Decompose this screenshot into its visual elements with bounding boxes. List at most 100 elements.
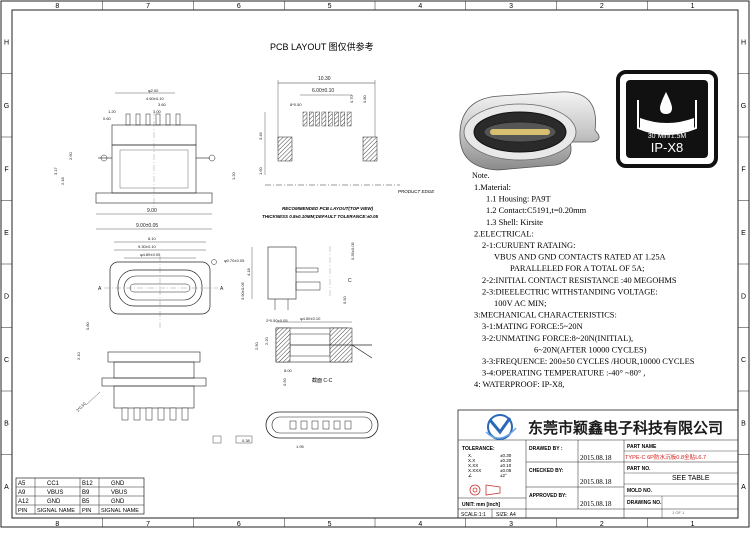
front-dim-120b: 1.20 <box>231 171 236 180</box>
scale-label: SCALE:1:1 <box>461 512 486 518</box>
pcb-pad <box>340 111 345 127</box>
side-dim-050: 2*0.50 <box>75 400 87 412</box>
approved-by-label: APPROVED BY: <box>529 493 567 499</box>
front-dim-120: 1.20 <box>108 109 117 114</box>
sheet-count: 1 OF 1 <box>672 510 685 515</box>
front-dim-phi2: φ2.00 <box>148 88 159 93</box>
notes-title: Note. <box>472 171 490 180</box>
side-view-drawing: 4.18 2*0.50±0.05 0.50 C 0.35±0.05 <box>246 241 355 323</box>
row-marker-right: A <box>741 484 746 491</box>
section-dim-050: 0.50 <box>282 377 287 386</box>
note-line: 3-4:OPERATING TEMPERATURE :-40° ~80° , <box>482 369 645 378</box>
column-marker-bottom: 8 <box>55 521 59 528</box>
pin-table-header: SIGNAL NAME <box>37 508 75 514</box>
pin-table-cell: B5 <box>82 499 90 505</box>
tolerance-label: TOLERANCE: <box>462 446 495 452</box>
note-line: 1.3 Shell: Kirsite <box>486 218 543 227</box>
part-no-value: SEE TABLE <box>672 475 710 482</box>
pin-table-header: PIN <box>82 508 91 514</box>
note-line: 6~20N(AFTER 10000 CYCLES) <box>534 345 647 354</box>
row-marker-left: F <box>4 166 8 173</box>
side-pin <box>133 407 141 421</box>
bottom-dim-489: φ4.89±0.05 <box>140 252 161 257</box>
pcb-pad <box>321 111 327 127</box>
note-line: 3:MECHANICAL CHARACTERISTICS: <box>474 311 617 320</box>
section-dim-450: φ4.50±0.10 <box>300 316 321 321</box>
front-dim-360: 3.60 <box>158 102 167 107</box>
column-marker-bottom: 5 <box>328 521 332 528</box>
unit-label: UNIT: mm [inch] <box>462 502 500 508</box>
side-dim-035: 0.35±0.05 <box>350 241 355 260</box>
pin-table-cell: GND <box>47 499 61 505</box>
side-dim-050b: 0.50 <box>342 295 347 304</box>
note-line: 2-1:CURUENT RATAING: <box>482 241 575 250</box>
row-marker-right: B <box>741 420 746 427</box>
row-marker-right: F <box>741 166 745 173</box>
checked-by-label: CHECKED BY: <box>529 468 564 474</box>
note-line: 1.Material: <box>474 183 511 192</box>
front-dim-317: 3.17 <box>53 166 58 175</box>
side-section-c: C <box>348 278 352 284</box>
pcb-pad <box>346 111 352 127</box>
bottom-dim-070: φ0.70±0.05 <box>224 258 245 263</box>
pin-table-cell: B12 <box>82 481 93 487</box>
column-marker-bottom: 3 <box>509 521 513 528</box>
column-marker-top: 6 <box>237 3 241 10</box>
side-dim-pins: 2*0.50±0.05 <box>266 318 288 323</box>
side-dim-418: 4.18 <box>246 267 251 276</box>
face-pin <box>344 420 352 430</box>
bottom-dim-930: 9.30±0.10 <box>138 244 157 249</box>
face-pin <box>289 420 297 430</box>
front-pin <box>125 113 131 126</box>
pin-table-cell: VBUS <box>111 490 127 496</box>
row-marker-left: C <box>4 357 9 364</box>
bottom-dim-080: 0.80 <box>85 321 90 330</box>
front-pin <box>135 113 141 126</box>
front-dim-460: 4.60±0.10 <box>146 96 165 101</box>
pin-table-cell: VBUS <box>47 490 63 496</box>
face-dim-195: 1.95 <box>296 444 305 449</box>
front-dim-900-tol: 9.00±0.05 <box>136 223 158 229</box>
mold-no-label: MOLD NO. <box>627 488 653 494</box>
front-dim-218: 2.18 <box>60 176 65 185</box>
tolerance-row-value: ±0.20 <box>500 458 512 463</box>
tolerance-row-label: X. <box>468 453 472 458</box>
tolerance-row-value: ±2° <box>500 473 507 478</box>
side-pins-view-drawing: 2*0.50 <box>75 351 207 421</box>
face-pin <box>322 420 330 430</box>
part-name-value: TYPE-C 6P防水沉板0.8全贴L6.7 <box>625 453 706 461</box>
pcb-pads <box>302 111 352 127</box>
column-marker-bottom: 6 <box>237 521 241 528</box>
pcb-layout-drawing: 10.30 6.00±0.10 8*0.50 0.70 0.80 3.49 1.… <box>258 76 435 219</box>
pcb-note-thickness: THICKNESS 0.8±0.10MM;DEFAULT TOLERANCE:±… <box>262 214 379 219</box>
tolerance-row-value: ±0.05 <box>500 468 512 473</box>
face-pin <box>300 420 308 430</box>
pcb-dim-width: 10.30 <box>318 76 331 82</box>
front-dim-100: 1.00 <box>153 109 162 114</box>
section-dim-220: 2.20 <box>264 336 269 345</box>
ip-badge: 30 Min/1.5M IP-X8 <box>616 70 718 168</box>
pcb-pad <box>302 111 308 127</box>
drawing-no-label: DRAWING NO. <box>627 500 662 506</box>
column-marker-bottom: 4 <box>418 521 422 528</box>
note-line: VBUS AND GND CONTACTS RATED AT 1.25A <box>494 253 666 262</box>
pcb-dim-080: 0.80 <box>362 94 367 103</box>
company-logo <box>485 414 517 440</box>
column-marker-top: 4 <box>418 3 422 10</box>
row-marker-left: E <box>4 230 9 237</box>
pcb-dim-pitch: 6.00±0.10 <box>312 88 334 94</box>
side-pin <box>145 407 153 421</box>
tolerance-row-label: X.XXX <box>468 468 481 473</box>
note-line: 1.2 Contact:C5191,t=0.20mm <box>486 206 587 215</box>
part-no-label: PART NO. <box>627 466 651 472</box>
tolerance-row-label: ∠ <box>468 473 472 478</box>
face-pin <box>311 420 319 430</box>
face-dim-038: 0.38 <box>242 438 251 443</box>
note-line: 3-1:MATING FORCE:5~20N <box>482 322 583 331</box>
pin-table-cell: B9 <box>82 490 90 496</box>
column-marker-bottom: 7 <box>146 521 150 528</box>
tolerance-row-label: X.X <box>468 458 475 463</box>
